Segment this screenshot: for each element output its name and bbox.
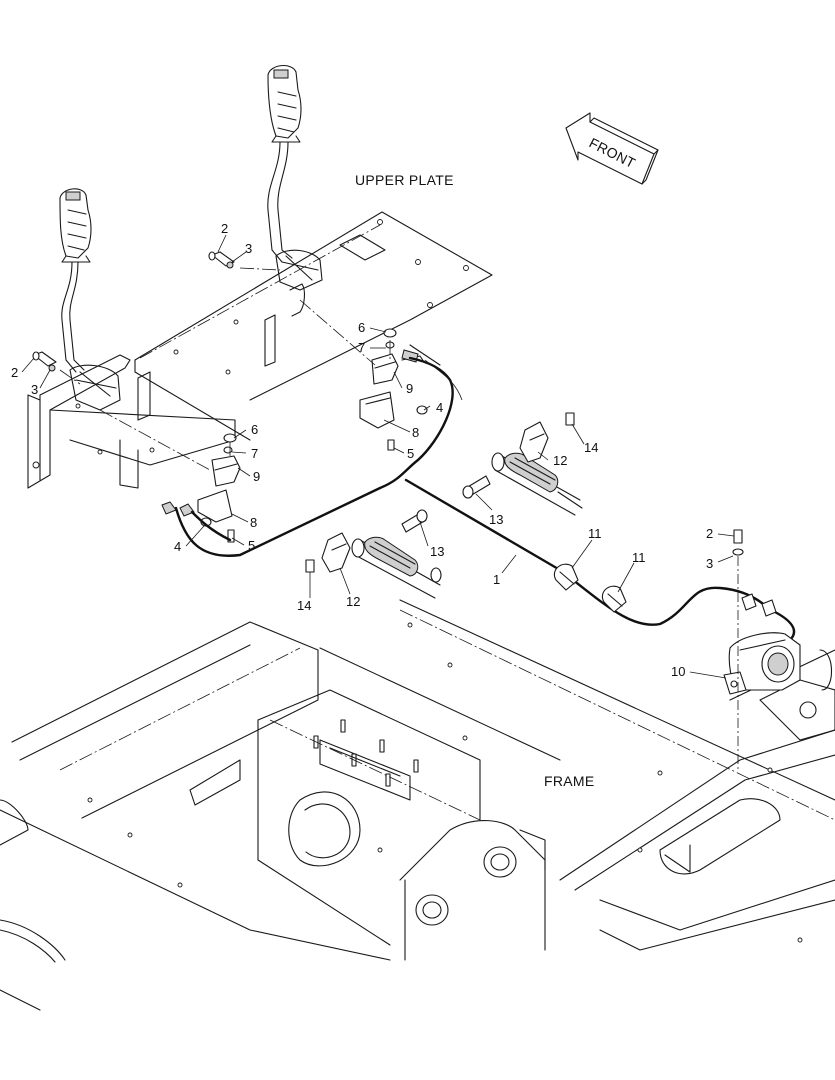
- callout-11: 11: [632, 550, 646, 565]
- callout-13: 13: [489, 512, 503, 527]
- callout-5: 5: [407, 446, 414, 461]
- callout-10: 10: [671, 664, 685, 679]
- backup-alarm: [723, 529, 801, 770]
- callout-9: 9: [253, 469, 260, 484]
- switch-assembly-upper: [359, 328, 428, 451]
- switch-assembly-lower: [161, 433, 241, 543]
- front-arrow: FRONT: [565, 112, 659, 185]
- callout-13: 13: [430, 544, 444, 559]
- gas-spring-lower: [305, 509, 442, 599]
- callout-3: 3: [245, 241, 252, 256]
- cable-clamps: [554, 563, 627, 613]
- callout-2: 2: [706, 526, 713, 541]
- callout-6: 6: [251, 422, 258, 437]
- callout-7: 7: [251, 446, 258, 461]
- upper-plate-label: UPPER PLATE: [355, 172, 454, 188]
- bolt-hardware: [32, 251, 235, 372]
- gas-spring-upper: [462, 412, 583, 516]
- callout-11: 11: [588, 526, 602, 541]
- leader-dashes: [59, 267, 391, 471]
- callout-1: 1: [493, 572, 500, 587]
- callouts: 2 3 2 3 6 7 9 4 8 5 6 7 9 8 4 5 14 12 13…: [11, 221, 713, 679]
- callout-9: 9: [406, 381, 413, 396]
- callout-12: 12: [553, 453, 567, 468]
- callout-3: 3: [31, 382, 38, 397]
- callout-14: 14: [297, 598, 311, 613]
- callout-12: 12: [346, 594, 360, 609]
- callout-8: 8: [412, 425, 419, 440]
- callout-3: 3: [706, 556, 713, 571]
- callout-5: 5: [248, 538, 255, 553]
- callout-4: 4: [174, 539, 181, 554]
- callout-14: 14: [584, 440, 598, 455]
- joystick-left: [59, 188, 121, 411]
- callout-2: 2: [11, 365, 18, 380]
- connectors: [741, 593, 777, 617]
- callout-6: 6: [358, 320, 365, 335]
- frame-label: FRAME: [544, 773, 595, 789]
- frame-structure: [0, 599, 835, 1011]
- callout-leaders: [21, 234, 735, 679]
- upper-plate: [27, 211, 493, 489]
- callout-8: 8: [250, 515, 257, 530]
- callout-7: 7: [358, 340, 365, 355]
- joystick-right: [267, 65, 323, 291]
- callout-2: 2: [221, 221, 228, 236]
- callout-4: 4: [436, 400, 443, 415]
- cable-harness: [174, 344, 796, 642]
